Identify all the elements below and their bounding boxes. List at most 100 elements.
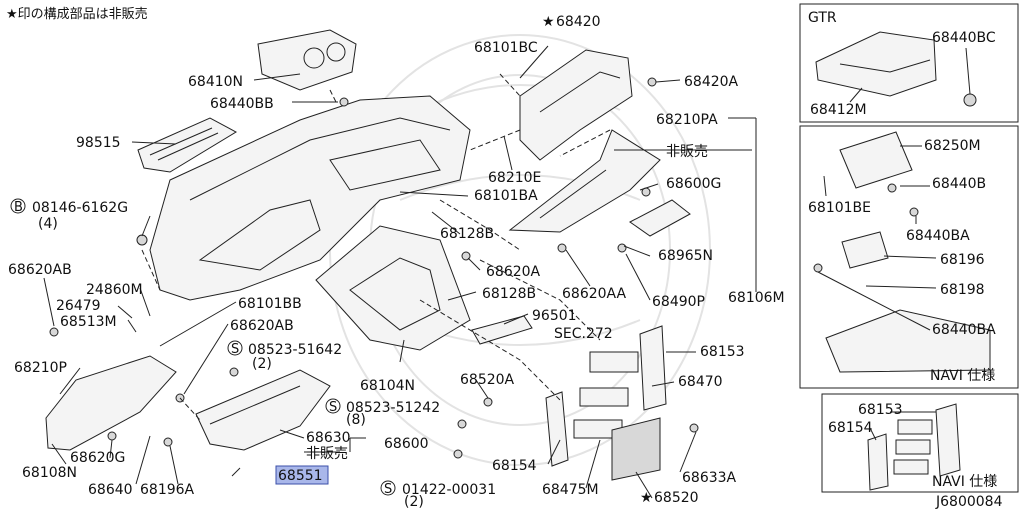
label-68620AA[interactable]: 68620AA bbox=[562, 286, 627, 302]
label-68420A[interactable]: 68420A bbox=[684, 74, 739, 90]
navi-dash-part bbox=[825, 309, 991, 373]
label-68630[interactable]: 68630 bbox=[306, 430, 351, 446]
label-68440BA-a[interactable]: 68440BA bbox=[906, 228, 970, 244]
speaker-grill-part bbox=[137, 117, 238, 173]
leader-lines bbox=[43, 45, 757, 499]
label-98515[interactable]: 98515 bbox=[76, 135, 121, 151]
label-68600[interactable]: 68600 bbox=[384, 436, 429, 452]
screw-s-glyph: S bbox=[329, 400, 337, 415]
dashboard-body-part bbox=[149, 95, 471, 301]
navi-panel: 68250M 68440B 68101BE 68440BA 68196 6819… bbox=[799, 125, 1019, 389]
label-68101BC[interactable]: 68101BC bbox=[474, 40, 538, 56]
highlight-box bbox=[275, 465, 329, 485]
label-68153-b[interactable]: 68153 bbox=[858, 402, 903, 418]
label-68198[interactable]: 68198 bbox=[940, 282, 985, 298]
label-68106M[interactable]: 68106M bbox=[728, 290, 785, 306]
fasteners bbox=[49, 77, 699, 459]
lower-lid-part bbox=[45, 355, 177, 451]
star-68520-icon: ★ bbox=[640, 490, 653, 506]
cluster-lid-part bbox=[519, 49, 633, 161]
label-68470[interactable]: 68470 bbox=[678, 374, 723, 390]
label-68490P[interactable]: 68490P bbox=[652, 294, 705, 310]
screw-s-glyph: S bbox=[231, 342, 239, 357]
star-68420-icon: ★ bbox=[542, 14, 555, 30]
label-08146-qty: (4) bbox=[38, 216, 58, 232]
label-26479[interactable]: 26479 bbox=[56, 298, 101, 314]
navi2-bracket-left bbox=[867, 433, 889, 491]
label-68475M[interactable]: 68475M bbox=[542, 482, 599, 498]
navi-unit-part bbox=[841, 231, 889, 269]
label-68210E[interactable]: 68210E bbox=[488, 170, 541, 186]
small-bin-part bbox=[629, 199, 691, 237]
screw-s-glyph: S bbox=[384, 482, 392, 497]
label-68153-a[interactable]: 68153 bbox=[700, 344, 745, 360]
bolt-symbol-icon bbox=[10, 198, 26, 214]
label-68440BA-b[interactable]: 68440BA bbox=[932, 322, 996, 338]
label-68520A[interactable]: 68520A bbox=[460, 372, 515, 388]
label-68965N[interactable]: 68965N bbox=[658, 248, 713, 264]
gtr-screw-part bbox=[963, 93, 977, 107]
glovebox-part bbox=[195, 369, 331, 451]
navi-bezel-part bbox=[839, 131, 913, 189]
gtr-panel-title: GTR bbox=[808, 10, 837, 26]
label-68210PA[interactable]: 68210PA bbox=[656, 112, 718, 128]
label-sec272[interactable]: SEC.272 bbox=[554, 326, 613, 342]
label-68633A[interactable]: 68633A bbox=[682, 470, 737, 486]
label-68620G[interactable]: 68620G bbox=[70, 450, 125, 466]
side-panel-part bbox=[508, 129, 661, 233]
navi2-caption: NAVI 仕様 bbox=[932, 474, 997, 490]
header-note: ★印の構成部品は非販売 bbox=[6, 6, 148, 22]
label-68210P[interactable]: 68210P bbox=[14, 360, 67, 376]
label-68410N[interactable]: 68410N bbox=[188, 74, 243, 90]
label-68154-a[interactable]: 68154 bbox=[492, 458, 537, 474]
label-68104N[interactable]: 68104N bbox=[360, 378, 415, 394]
label-68101BE[interactable]: 68101BE bbox=[808, 200, 871, 216]
label-68440BB[interactable]: 68440BB bbox=[210, 96, 274, 112]
label-68620AB-b[interactable]: 68620AB bbox=[230, 318, 294, 334]
label-68108N[interactable]: 68108N bbox=[22, 465, 77, 481]
label-68128B-b[interactable]: 68128B bbox=[482, 286, 536, 302]
label-68440B[interactable]: 68440B bbox=[932, 176, 986, 192]
label-68620AB-a[interactable]: 68620AB bbox=[8, 262, 72, 278]
label-08146-6162G[interactable]: 08146-6162G bbox=[32, 200, 128, 216]
label-08523-51242[interactable]: 08523-51242 bbox=[346, 400, 440, 416]
label-24860M[interactable]: 24860M bbox=[86, 282, 143, 298]
label-not-sold-2: 非販売 bbox=[666, 144, 708, 160]
label-96501[interactable]: 96501 bbox=[532, 308, 577, 324]
figure-code: J6800084 bbox=[935, 494, 1003, 510]
label-68196[interactable]: 68196 bbox=[940, 252, 985, 268]
label-68520[interactable]: 68520 bbox=[654, 490, 699, 506]
label-68128B-a[interactable]: 68128B bbox=[440, 226, 494, 242]
gtr-hood-part bbox=[815, 31, 937, 97]
screw-symbol-icon bbox=[380, 480, 396, 496]
navi-panel-2: 68153 68154 NAVI 仕様 bbox=[821, 393, 1019, 493]
label-68420[interactable]: 68420 bbox=[556, 14, 601, 30]
label-68101BB[interactable]: 68101BB bbox=[238, 296, 302, 312]
gtr-panel: GTR 68440BC 68412M bbox=[799, 3, 1019, 123]
label-68196A[interactable]: 68196A bbox=[140, 482, 195, 498]
screw-symbol-icon bbox=[325, 398, 341, 414]
center-console-part bbox=[315, 225, 471, 351]
radio-stack-part bbox=[545, 325, 667, 481]
label-68551[interactable]: 68551 bbox=[278, 468, 323, 484]
cluster-hood-part bbox=[257, 29, 357, 103]
label-68250M[interactable]: 68250M bbox=[924, 138, 981, 154]
label-08523-51642[interactable]: 08523-51642 bbox=[248, 342, 342, 358]
label-68440BC[interactable]: 68440BC bbox=[932, 30, 996, 46]
bolt-b-glyph: B bbox=[14, 200, 23, 215]
navi2-bracket-right bbox=[935, 403, 961, 477]
label-01422-qty: (2) bbox=[404, 494, 424, 510]
label-68600G[interactable]: 68600G bbox=[666, 176, 721, 192]
label-68620A[interactable]: 68620A bbox=[486, 264, 541, 280]
label-01422-00031[interactable]: 01422-00031 bbox=[402, 482, 496, 498]
label-68513M[interactable]: 68513M bbox=[60, 314, 117, 330]
label-68101BA[interactable]: 68101BA bbox=[474, 188, 538, 204]
navi-caption: NAVI 仕様 bbox=[930, 368, 995, 384]
assembly-lines bbox=[141, 73, 611, 421]
label-68154-b[interactable]: 68154 bbox=[828, 420, 873, 436]
part-labels: 68410N 68440BB 98515 B 08146-6162G (4) 6… bbox=[8, 14, 785, 510]
label-68640[interactable]: 68640 bbox=[88, 482, 133, 498]
label-not-sold-1: 非販売 bbox=[306, 446, 348, 462]
label-68412M[interactable]: 68412M bbox=[810, 102, 867, 118]
